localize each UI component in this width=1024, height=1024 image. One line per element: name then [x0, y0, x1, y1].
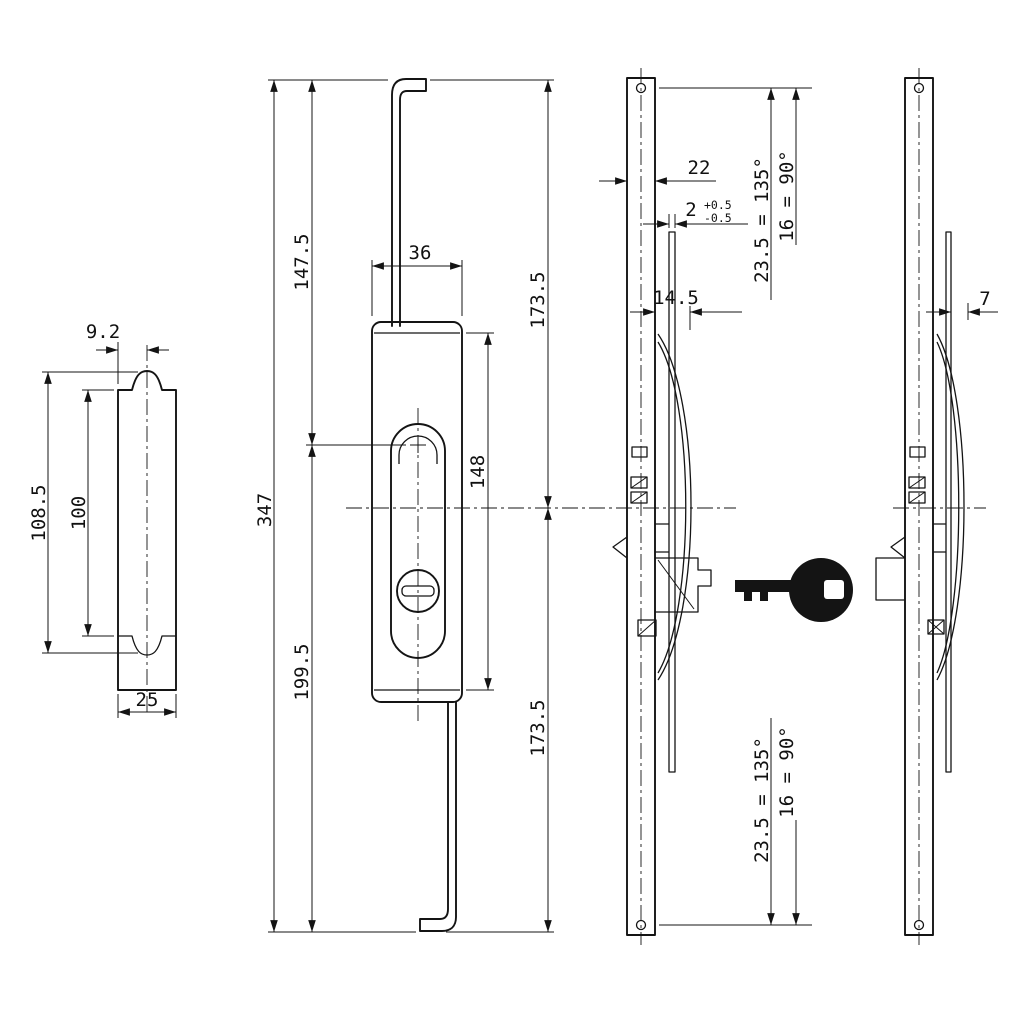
- view-side-section: 22 2 +0.5 -0.5 14.5 23.5 = 135° 16 = 90°: [599, 68, 812, 945]
- dim-upper-half: 173.5: [430, 79, 554, 508]
- dim-lower-rod: 199.5: [291, 445, 316, 932]
- latch-hook: [890, 536, 906, 559]
- cover-bow-inner: [657, 341, 687, 674]
- dim-upper-rod: 147.5: [291, 80, 406, 446]
- upper-rod-hook: [391, 78, 427, 327]
- cover-bow-inner: [936, 341, 960, 674]
- dim-label: 347: [254, 493, 276, 527]
- mechanism-details: [612, 446, 712, 637]
- view-front: 347 147.5 199.5 36 148 173.5: [254, 78, 736, 933]
- cover-bow-outer: [657, 333, 692, 681]
- dim-label: 147.5: [291, 233, 313, 290]
- dim-label: 16 = 90°: [776, 726, 798, 818]
- rod-hole-top: [913, 82, 925, 94]
- plate-bottom-notch: [118, 635, 176, 656]
- dim-cutout-height: 148: [466, 332, 494, 691]
- dim-label: 23.5 = 135°: [751, 157, 773, 283]
- dim-total-length: 347: [254, 79, 416, 933]
- lower-rod-hook: [419, 701, 457, 932]
- rod-channel: [904, 77, 934, 936]
- plate-outline: [117, 370, 177, 691]
- lock-case-section: [875, 557, 905, 601]
- center-cross: [410, 437, 426, 453]
- dim-neck-width: 9.2: [86, 321, 169, 384]
- dim-body-width: 36: [371, 242, 463, 316]
- dim-label: 16 = 90°: [776, 150, 798, 242]
- key-head: [789, 558, 853, 622]
- key-slot: [401, 585, 435, 597]
- lock-body: [371, 321, 463, 703]
- rod-hole-bottom: [635, 919, 647, 931]
- handle-arch: [398, 435, 438, 464]
- dim-bow-depth: 7: [926, 288, 998, 320]
- key-blade: [735, 580, 792, 601]
- dim-offset: 14.5: [630, 287, 742, 330]
- dim-label: 7: [979, 288, 990, 310]
- view-side-profile: 7: [875, 68, 998, 945]
- dim-label: 23.5 = 135°: [751, 737, 773, 863]
- rod-channel: [626, 77, 656, 936]
- dim-tolerance-minus: -0.5: [704, 211, 732, 225]
- dim-channel-depth: 22: [599, 157, 716, 185]
- body-seam-lines: [374, 332, 460, 691]
- dim-label: 9.2: [86, 321, 120, 343]
- dim-label: 199.5: [291, 643, 313, 700]
- dim-label: 173.5: [527, 271, 549, 328]
- dim-outer-height: 108.5: [28, 371, 138, 654]
- key-cylinder: [396, 569, 440, 613]
- dim-plate-width: 25: [117, 689, 177, 718]
- dim-label: 2: [685, 199, 696, 221]
- dim-label: 25: [136, 689, 159, 711]
- dim-inner-height: 100: [68, 389, 114, 637]
- dim-label: 14.5: [653, 287, 699, 309]
- flat-strip: [668, 231, 676, 773]
- dim-label: 108.5: [28, 484, 50, 541]
- dim-label: 22: [688, 157, 711, 179]
- latch-hook: [612, 536, 628, 559]
- handle-recess: [390, 423, 446, 659]
- dim-label: 173.5: [527, 699, 549, 756]
- dim-label: 100: [68, 496, 90, 530]
- dim-lower-half: 173.5: [446, 508, 554, 933]
- dim-strip-thickness: 2 +0.5 -0.5: [643, 198, 748, 228]
- lock-case-section: [655, 557, 712, 613]
- dim-label: 36: [409, 242, 432, 264]
- rod-hole-top: [635, 82, 647, 94]
- key-head-hole: [824, 580, 844, 599]
- view-left-profile: 9.2 108.5 100 25: [28, 321, 177, 718]
- dim-tolerance-plus: +0.5: [704, 198, 732, 212]
- dim-label: 148: [467, 455, 489, 489]
- rod-hole-bottom: [913, 919, 925, 931]
- dim-travel-top: 23.5 = 135° 16 = 90°: [659, 87, 812, 300]
- mechanism-details: [875, 446, 946, 635]
- dim-travel-bottom: 23.5 = 135° 16 = 90°: [659, 718, 812, 926]
- key-illustration: [735, 558, 853, 622]
- cover-bow-outer: [936, 333, 965, 681]
- flat-strip: [945, 231, 952, 773]
